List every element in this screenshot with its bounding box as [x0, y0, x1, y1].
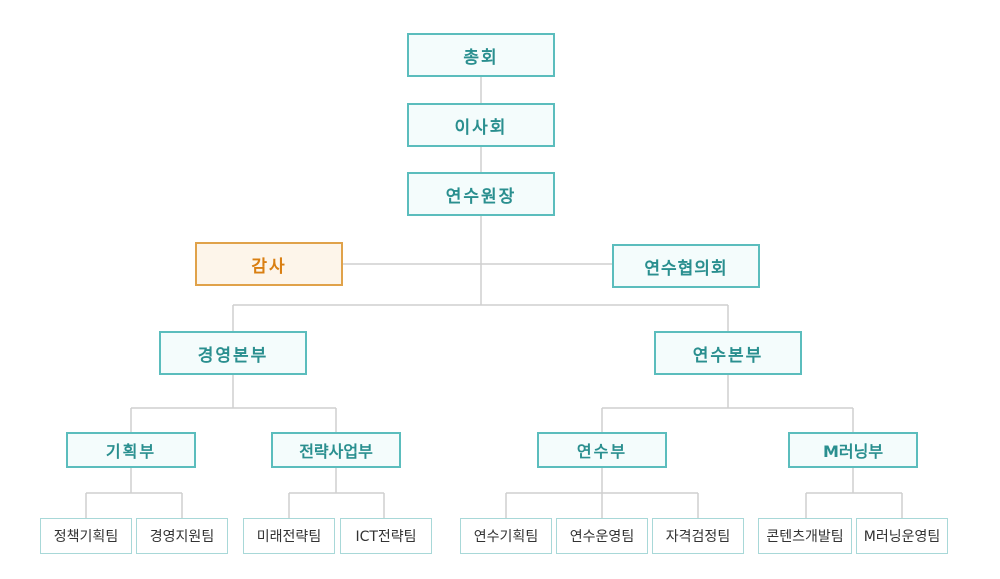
node-team: 연수운영팀 [556, 518, 648, 554]
node-team: 연수기획팀 [460, 518, 552, 554]
node-audit: 감사 [195, 242, 343, 286]
node-dept-planning: 기획부 [66, 432, 196, 468]
node-team: M러닝운영팀 [856, 518, 948, 554]
node-board: 이사회 [407, 103, 555, 147]
node-team: 콘텐츠개발팀 [758, 518, 852, 554]
node-team: 미래전략팀 [243, 518, 335, 554]
node-director: 연수원장 [407, 172, 555, 216]
node-team: 자격검정팀 [652, 518, 744, 554]
node-training-hq: 연수본부 [654, 331, 802, 375]
node-dept-mlearning: M러닝부 [788, 432, 918, 468]
node-general-meeting: 총회 [407, 33, 555, 77]
node-team: 경영지원팀 [136, 518, 228, 554]
node-council: 연수협의회 [612, 244, 760, 288]
node-management-hq: 경영본부 [159, 331, 307, 375]
node-team: ICT전략팀 [340, 518, 432, 554]
node-dept-strategy: 전략사업부 [271, 432, 401, 468]
node-dept-training: 연수부 [537, 432, 667, 468]
node-team: 정책기획팀 [40, 518, 132, 554]
